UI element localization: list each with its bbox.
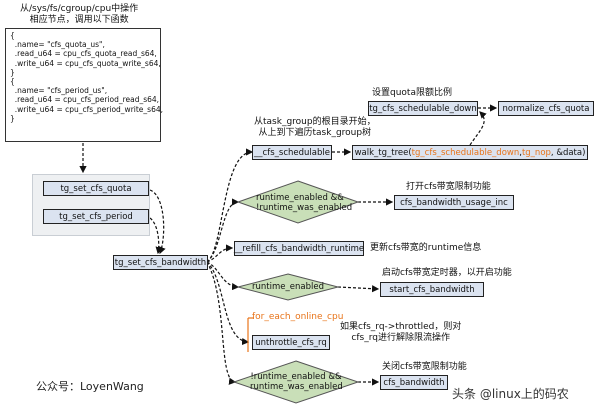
node-unthrottle-cfs-rq[interactable]: unthrottle_cfs_rq [252,335,330,350]
note-open-limit: 打开cfs带宽限制功能 [406,182,491,192]
node-cfs-bandwidth-usage-inc[interactable]: cfs_bandwidth_usage_inc [394,195,514,210]
node-tg-set-cfs-bandwidth[interactable]: tg_set_cfs_bandwidth [113,255,208,270]
arrow-walk-to-down [469,111,487,146]
node-tg-set-cfs-period[interactable]: tg_set_cfs_period [43,209,149,224]
note-set-quota: 设置quota限额比例 [372,88,452,98]
arrow-to-cfs-schedulable [206,148,254,263]
watermark-text: 头条 @linux上的码农 [452,387,569,401]
label-for-each-online-cpu: for_each_online_cpu [252,312,344,322]
author-label: 公众号：LoyenWang [36,380,144,393]
diamond1-label: runtime_enabled && !runtime_was_enabled [256,193,353,213]
arrow-to-diamond3 [206,261,237,385]
header-note: 从/sys/fs/cgroup/cpu中操作 相应节点，调用以下函数 [20,4,139,25]
note-walk-tree: 从task_group的根目录开始， 从上到下遍历task_group树 [254,117,376,138]
arrow-to-diamond1 [206,198,240,263]
node-tg-set-cfs-quota[interactable]: tg_set_cfs_quota [43,181,149,196]
arrow-to-start-bandwidth [337,285,380,293]
node-refill-cfs-bandwidth-runtime[interactable]: __refill_cfs_bandwidth_runtime [234,241,364,256]
arrow-period-to-bandwidth [149,217,163,255]
node-cfs-schedulable[interactable]: __cfs_schedulable [252,145,332,160]
node-cfs-bandwidth-dec[interactable]: cfs_bandwidth [380,375,448,390]
node-walk-tg-tree[interactable]: walk_tg_tree(tg_cfs_schedulable_down, tg… [352,145,588,160]
note-close-limit: 关闭cfs带宽限制功能 [382,362,467,372]
arrow-to-diamond2 [206,261,240,291]
diamond-not-runtime-was-enabled [232,360,360,404]
node-normalize-cfs-quota[interactable]: normalize_cfs_quota [498,101,594,116]
diamond-runtime-enabled-not-was [236,180,360,224]
walk-tree-arg2: tg_nop [521,147,551,158]
arrow-to-refill [206,244,234,263]
code-block: { .name= "cfs_quota_us", .read_u64 = cpu… [5,28,163,142]
walk-tree-sep: , [519,147,522,158]
diamond-runtime-enabled [236,273,340,301]
note-unthrottle: 如果cfs_rq->throttled，则对 cfs_rq进行解除限流操作 [340,322,462,343]
note-update-runtime: 更新cfs带宽的runtime信息 [370,243,482,253]
node-start-cfs-bandwidth[interactable]: start_cfs_bandwidth [380,282,484,297]
diamond2-label: runtime_enabled [252,282,324,292]
walk-tree-arg1: tg_cfs_schedulable_down [411,147,520,158]
walk-tree-prefix: walk_tg_tree( [354,147,412,158]
note-start-timer: 启动cfs带宽定时器，以开启功能 [382,268,512,278]
arrow-to-unthrottle [206,261,250,346]
arrow-quota-to-bandwidth [149,189,166,255]
node-tg-cfs-schedulable-down[interactable]: tg_cfs_schedulable_down [368,101,478,116]
walk-tree-suffix: , &data) [550,147,586,158]
diamond3-label: !runtime_enabled && runtime_was_enabled [250,372,343,392]
